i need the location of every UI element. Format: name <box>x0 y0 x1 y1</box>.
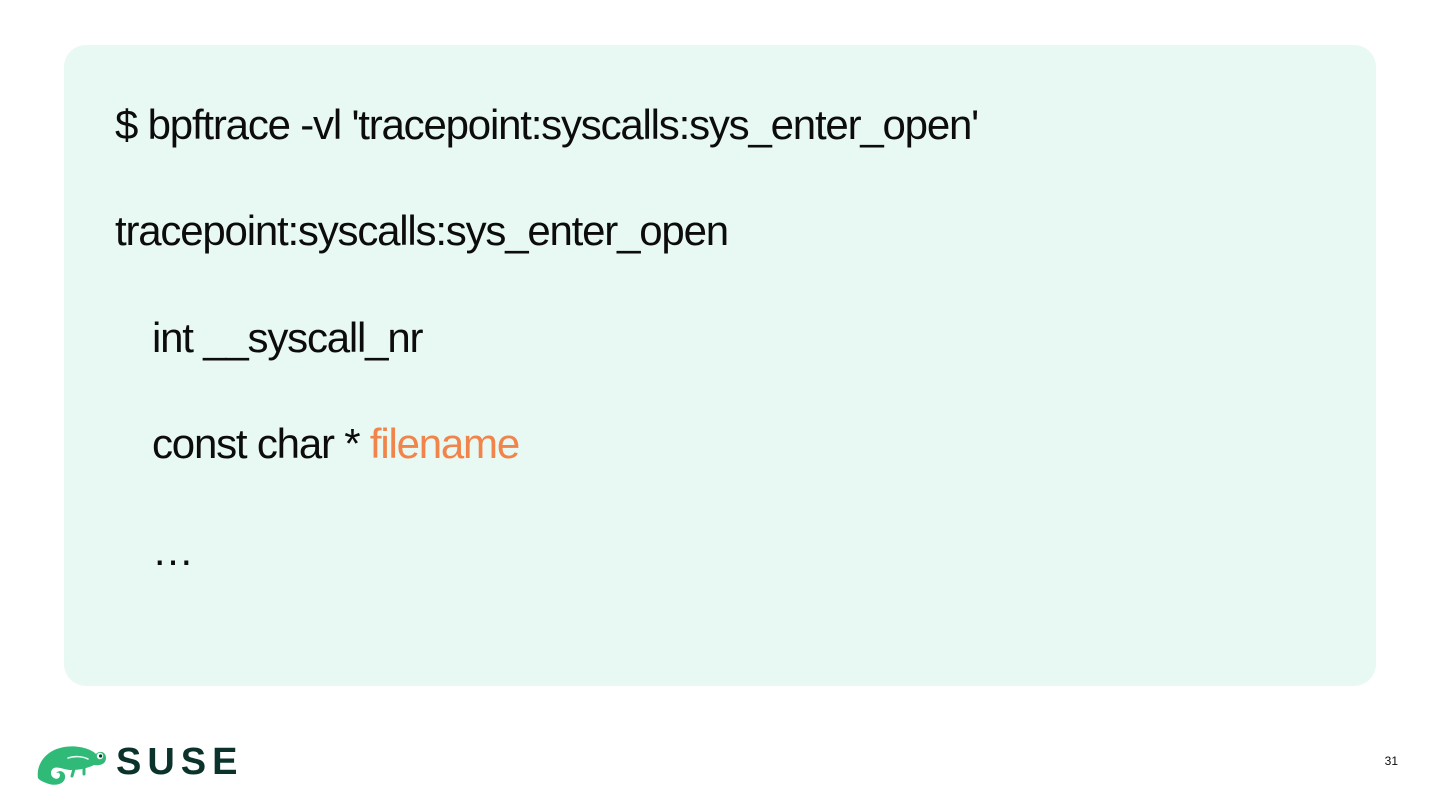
page-number: 31 <box>1384 754 1398 768</box>
argument-type: const char * <box>152 420 370 467</box>
chameleon-icon <box>37 746 106 785</box>
highlighted-filename: filename <box>369 420 520 467</box>
argument-filename: const char * filename <box>152 418 520 470</box>
command-line: $ bpftrace -vl 'tracepoint:syscalls:sys_… <box>115 101 979 148</box>
code-panel: $ bpftrace -vl 'tracepoint:syscalls:sys_… <box>64 45 1376 686</box>
logo-text: SUSE <box>116 741 244 783</box>
ellipsis: … <box>152 527 194 574</box>
suse-logo: SUSE <box>34 738 243 786</box>
probe-name: tracepoint:syscalls:sys_enter_open <box>115 207 729 254</box>
argument-syscall-nr: int __syscall_nr <box>152 314 423 361</box>
